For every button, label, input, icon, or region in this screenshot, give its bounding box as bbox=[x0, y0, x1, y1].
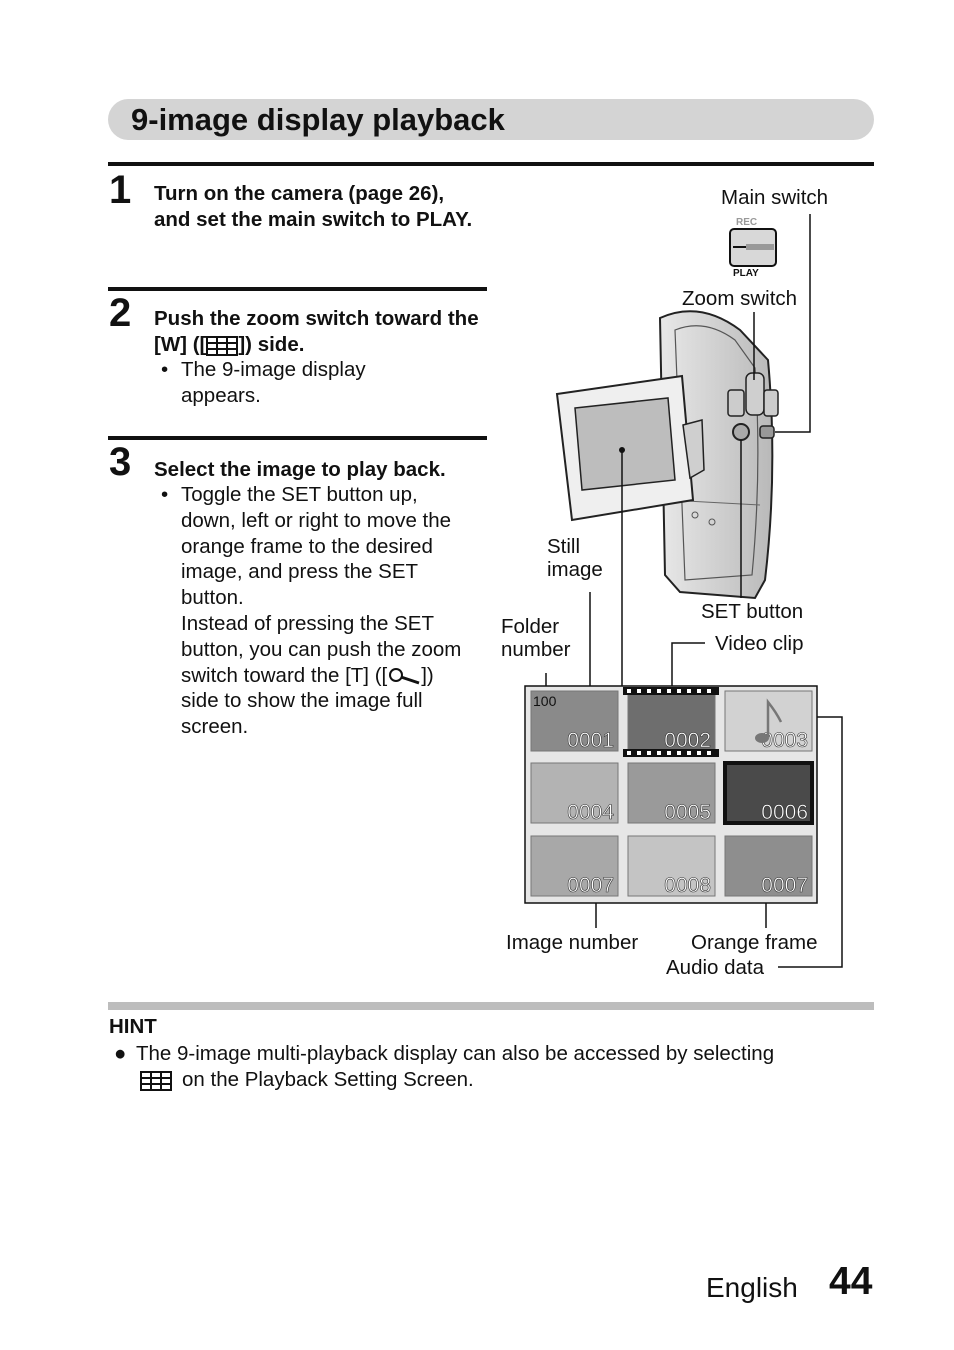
thumbnail-number: 0005 bbox=[664, 801, 711, 824]
thumbnail-number: 0001 bbox=[567, 729, 614, 752]
step-2-rule bbox=[108, 287, 487, 291]
magnify-icon bbox=[389, 668, 420, 685]
switch-rec-label: REC bbox=[736, 217, 757, 228]
nine-image-grid-icon bbox=[206, 335, 239, 356]
hint-bullet-dot: ● bbox=[114, 1042, 127, 1065]
thumbnail[interactable] bbox=[530, 835, 619, 897]
label-image-number: Image number bbox=[506, 931, 639, 954]
thumbnail-number: 0007 bbox=[567, 874, 614, 897]
label-still-image-1: Still bbox=[547, 535, 581, 558]
label-video-clip: Video clip bbox=[715, 632, 804, 655]
thumbnail[interactable] bbox=[627, 762, 716, 824]
label-folder-number-1: Folder bbox=[501, 615, 560, 638]
thumbnail-number: 0004 bbox=[567, 801, 614, 824]
step-3-heading: Select the image to play back. bbox=[154, 458, 446, 481]
thumbnail[interactable] bbox=[530, 762, 619, 824]
step-2-bullet: •The 9-image display appears. bbox=[161, 358, 366, 407]
step-1-number: 1 bbox=[109, 168, 132, 212]
step-2-heading: Push the zoom switch toward the [W] ([])… bbox=[154, 306, 479, 358]
thumbnail-number: 0007 bbox=[761, 874, 808, 897]
title-rule bbox=[108, 162, 874, 166]
thumbnail-grid: 0001 0002 0003 0004 0005 0006 0007 0008 0007 bbox=[530, 690, 814, 897]
lcd-panel bbox=[555, 374, 705, 522]
step-3-note-line1: Instead of pressing the SET button, you … bbox=[181, 611, 462, 687]
music-note-icon bbox=[755, 698, 783, 743]
hint-text-part1: The 9-image multi-playback display can a… bbox=[136, 1042, 775, 1065]
hint-text: The 9-image multi-playback display can a… bbox=[136, 1041, 866, 1093]
hint-rule bbox=[108, 1002, 874, 1010]
thumbnail-number: 0006 bbox=[761, 801, 808, 824]
step-1-heading: Turn on the camera (page 26), and set th… bbox=[154, 182, 473, 231]
thumbnail[interactable] bbox=[724, 835, 813, 897]
label-set-button: SET button bbox=[701, 600, 804, 623]
step-2-heading-part1: Push the zoom switch toward the [W] ([ bbox=[154, 307, 479, 356]
page-title: 9-image display playback bbox=[131, 102, 505, 137]
step-2-heading-part2: ]) side. bbox=[238, 333, 305, 356]
step-3-rule bbox=[108, 436, 487, 440]
page-number: 44 bbox=[829, 1260, 873, 1303]
thumbnail-number: 0002 bbox=[664, 729, 711, 752]
step-3-note: Instead of pressing the SET button, you … bbox=[181, 611, 465, 740]
label-folder-number-2: number bbox=[501, 638, 571, 661]
step-3-body: •Toggle the SET button up, down, left or… bbox=[161, 482, 465, 740]
thumbnail-number: 0008 bbox=[664, 874, 711, 897]
thumbnail[interactable] bbox=[627, 835, 716, 897]
step-2-bullet-text: The 9-image display appears. bbox=[181, 358, 366, 407]
step-3-bullet-text: Toggle the SET button up, down, left or … bbox=[181, 483, 452, 610]
title-bar bbox=[108, 99, 874, 140]
step-2-number: 2 bbox=[109, 291, 132, 335]
step-3-note-part2a: ([ bbox=[374, 663, 388, 687]
thumbnail[interactable] bbox=[627, 690, 716, 752]
camera-diagram: REC PLAY 0001 0002 0003 bbox=[524, 214, 843, 968]
step-3-number: 3 bbox=[109, 440, 132, 484]
video-clip-filmstrip bbox=[623, 687, 719, 757]
folder-number-value: 100 bbox=[533, 693, 557, 709]
hint-text-part2: on the Playback Setting Screen. bbox=[182, 1068, 474, 1091]
label-still-image-2: image bbox=[547, 558, 603, 581]
thumbnail-number: 0003 bbox=[761, 729, 808, 752]
switch-play-label: PLAY bbox=[733, 268, 759, 279]
label-main-switch: Main switch bbox=[721, 186, 829, 209]
label-zoom-switch: Zoom switch bbox=[682, 287, 798, 310]
step-3-note-part2b: ]) side to show the image full screen. bbox=[181, 663, 434, 739]
label-audio-data: Audio data bbox=[666, 956, 765, 979]
thumbnail[interactable] bbox=[723, 761, 814, 825]
footer-language: English bbox=[706, 1272, 798, 1303]
hint-heading: HINT bbox=[109, 1015, 157, 1038]
label-orange-frame: Orange frame bbox=[691, 931, 818, 954]
main-switch-icon: REC PLAY bbox=[729, 217, 777, 279]
thumbnail[interactable] bbox=[530, 690, 619, 752]
nine-image-grid-icon bbox=[140, 1070, 172, 1091]
